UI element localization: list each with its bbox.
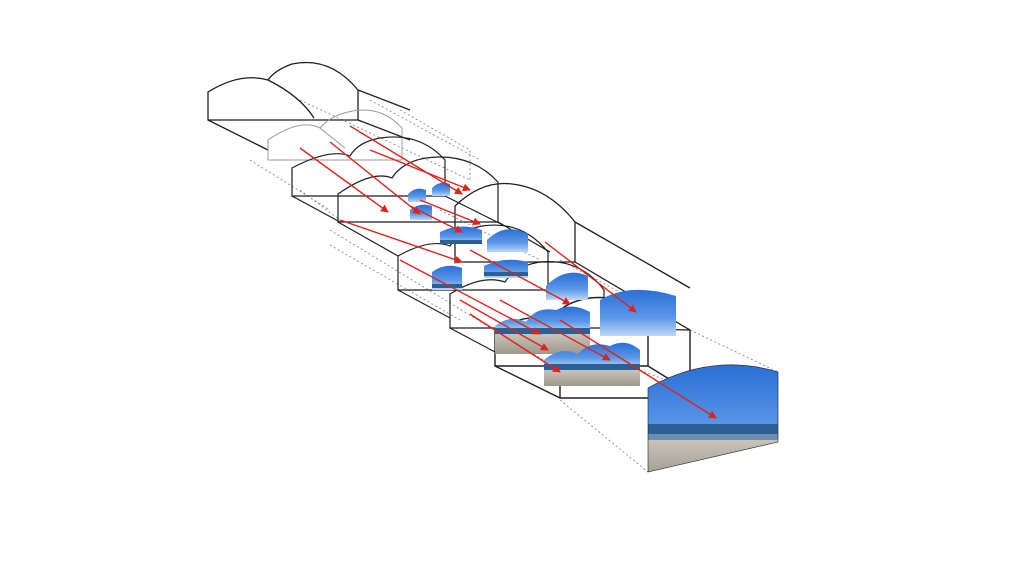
fragment-g-sea — [484, 272, 528, 276]
ray-10 — [544, 241, 637, 313]
fragment-k — [544, 342, 640, 368]
ray-2 — [329, 141, 421, 215]
ray-8 — [399, 259, 541, 335]
ray-1 — [299, 147, 389, 213]
fragment-j-sea — [495, 328, 590, 334]
fragment-d-sea — [440, 240, 482, 244]
fragment-e — [487, 229, 528, 252]
fragment-i — [600, 289, 676, 336]
ray-6 — [419, 199, 481, 226]
fragment-a — [408, 188, 426, 202]
fragment-j-sand — [495, 334, 590, 354]
vault-frame-1 — [207, 61, 411, 151]
ray-11 — [459, 299, 549, 351]
projected-beach-photo — [647, 364, 779, 473]
fragment-k-sand — [544, 370, 640, 386]
ray-7 — [409, 205, 463, 233]
ray-9 — [469, 249, 571, 305]
ray-5 — [339, 219, 463, 264]
fragment-f-sea — [432, 284, 462, 288]
ray-4 — [369, 149, 471, 192]
vault-frame-2 — [267, 109, 403, 161]
projection-rays — [299, 125, 717, 419]
vault-frame-3 — [291, 136, 506, 227]
fragment-j — [495, 306, 590, 332]
fragment-d — [440, 226, 482, 244]
fragment-k-sea — [544, 364, 640, 370]
fragment-b — [432, 182, 450, 196]
ray-3 — [349, 125, 463, 195]
image-fragments — [408, 182, 676, 386]
ray-12 — [469, 313, 561, 373]
ray-14 — [559, 319, 717, 419]
ray-13 — [499, 299, 611, 361]
fragment-f — [432, 265, 462, 290]
fragment-h — [546, 272, 588, 300]
